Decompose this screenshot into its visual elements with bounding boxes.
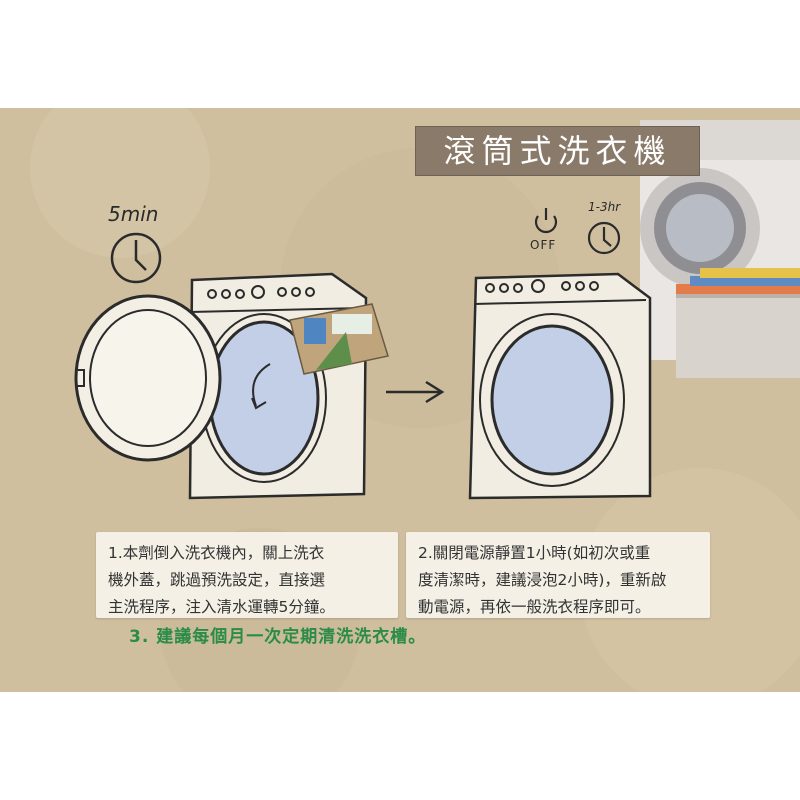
step-1-note: 1.本劑倒入洗衣機內，關上洗衣 機外蓋，跳過預洗設定，直接選 主洗程序，注入清水… — [96, 532, 398, 618]
timer-right-label: 1-3hr — [588, 200, 621, 214]
step-1-line-1: 1.本劑倒入洗衣機內，關上洗衣 — [108, 544, 325, 562]
washing-machine-closed-sketch — [468, 272, 652, 500]
clock-icon-right — [587, 221, 621, 255]
instruction-panel: 5min OFF 1-3hr 滾筒式洗衣機 1.本劑倒入洗衣機內，關上洗衣 機外… — [0, 108, 800, 692]
power-icon — [534, 208, 558, 234]
clock-icon — [110, 232, 162, 284]
monthly-cleaning-tip: 3. 建議每個月一次定期清洗洗衣槽。 — [129, 627, 427, 647]
power-off-label: OFF — [530, 238, 557, 252]
arrow-right-icon — [386, 380, 445, 404]
step-1-line-3: 主洗程序，注入清水運轉5分鐘。 — [108, 598, 335, 616]
step-2-note: 2.關閉電源靜置1小時(如初次或重 度清潔時，建議浸泡2小時)，重新啟 動電源，… — [406, 532, 710, 618]
step-2-line-3: 動電源，再依一般洗衣程序即可。 — [418, 598, 651, 616]
page-title: 滾筒式洗衣機 — [415, 126, 700, 176]
step-1-line-2: 機外蓋，跳過預洗設定，直接選 — [108, 571, 326, 589]
step-2-line-2: 度清潔時，建議浸泡2小時)，重新啟 — [418, 571, 667, 589]
step-2-line-1: 2.關閉電源靜置1小時(如初次或重 — [418, 544, 651, 562]
washing-machine-open-sketch — [74, 272, 389, 500]
timer-left-label: 5min — [108, 202, 159, 226]
